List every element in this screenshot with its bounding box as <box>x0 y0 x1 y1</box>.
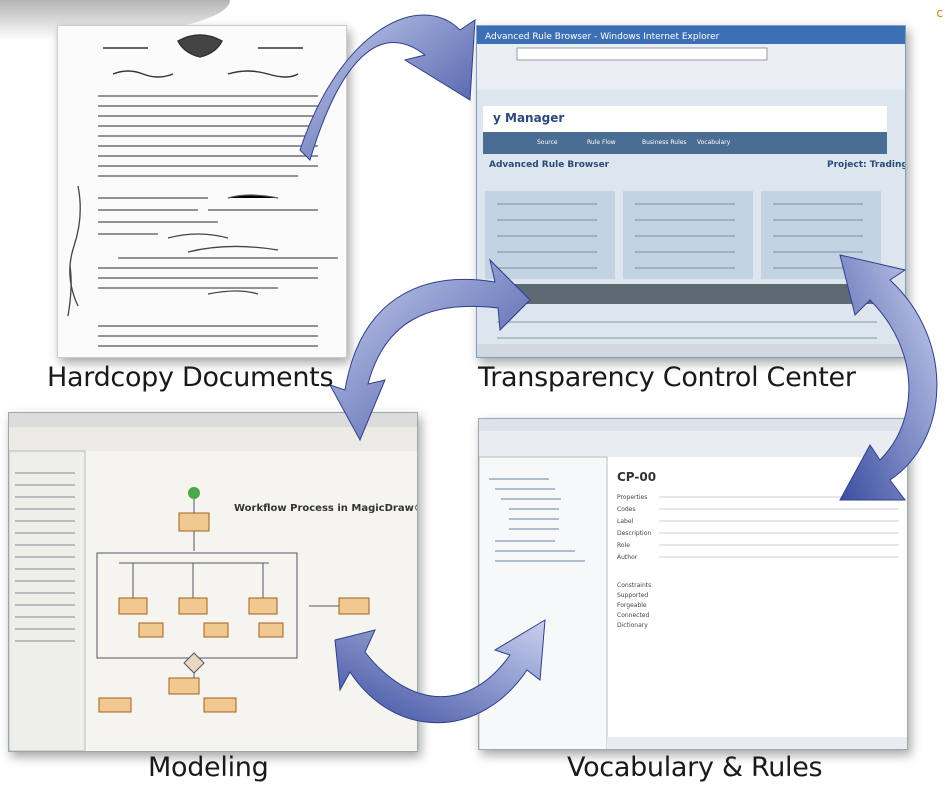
document-scan-graphic <box>67 34 338 347</box>
app-title: y Manager <box>493 111 564 125</box>
vocab-field-2: Label <box>617 518 634 525</box>
browser-title: Advanced Rule Browser - Windows Internet… <box>485 32 720 42</box>
col-header-3: Vocabulary <box>697 139 731 146</box>
browser-window-graphic: Advanced Rule Browser - Windows Internet… <box>477 26 906 357</box>
vocab-lower-4: Dictionary <box>617 622 648 629</box>
vocab-lower-0: Constraints <box>617 582 651 589</box>
vocab-field-5: Author <box>617 554 638 561</box>
vocab-field-1: Codes <box>617 506 636 513</box>
modeling-diagram-graphic: Workflow Process in MagicDraw® <box>9 413 418 751</box>
vocab-lower-2: Forgeable <box>617 602 647 609</box>
col-header-0: Source <box>537 139 558 146</box>
diagram-title: Workflow Process in MagicDraw® <box>234 503 418 514</box>
browser-project: Project: Trading <box>827 160 906 170</box>
vocab-field-3: Description <box>617 530 651 537</box>
corner-mark: c <box>936 6 943 20</box>
vocabulary-rules-screenshot: CP-00 Properties Codes Label Description… <box>478 418 908 750</box>
transparency-control-center-screenshot: Advanced Rule Browser - Windows Internet… <box>476 25 906 358</box>
vocab-lower-1: Supported <box>617 592 648 599</box>
vocab-field-4: Role <box>617 542 630 549</box>
caption-hardcopy-documents: Hardcopy Documents <box>47 362 334 393</box>
caption-transparency-control-center: Transparency Control Center <box>478 362 856 393</box>
vocab-term: CP-00 <box>617 470 656 484</box>
vocab-editor-graphic: CP-00 Properties Codes Label Description… <box>479 419 907 749</box>
col-header-2: Business Rules <box>642 139 687 146</box>
caption-vocabulary-rules: Vocabulary & Rules <box>567 752 823 783</box>
arrow-hardcopy-to-transparency <box>299 14 476 161</box>
arrow-transparency-to-modeling <box>328 258 531 442</box>
hardcopy-document-image <box>57 25 347 358</box>
arrow-transparency-vocab <box>839 254 938 501</box>
caption-modeling: Modeling <box>148 752 269 783</box>
modeling-screenshot: Workflow Process in MagicDraw® <box>8 412 418 752</box>
browser-subtitle: Advanced Rule Browser <box>489 160 610 170</box>
vocab-lower-3: Connected <box>617 612 650 619</box>
vocab-field-0: Properties <box>617 494 647 501</box>
col-header-1: Rule Flow <box>587 139 616 146</box>
arrow-modeling-vocab <box>334 619 546 724</box>
